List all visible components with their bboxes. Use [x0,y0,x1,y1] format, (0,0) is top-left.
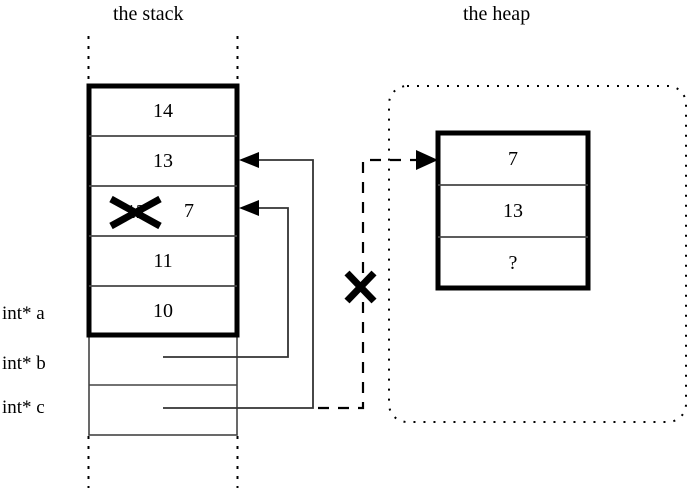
variable-label-c: int* c [2,397,45,418]
stack-cell-value: 14 [153,100,173,122]
heap-region-outline [388,85,687,423]
stack-cell-value: 11 [153,250,173,272]
stack-title: the stack [113,3,184,25]
variable-label-a: int* a [2,303,45,324]
freed-heap-pointer-arrowhead [416,150,438,170]
b-pointer-line [163,200,289,358]
heap-cell-value: ? [508,252,518,274]
struck-value-x-icon [109,195,162,230]
stack-frame-box [86,83,240,338]
stack-cell-value-struck: 12 [126,201,146,223]
broken-link-x-icon [344,270,377,304]
heap-block-box [435,130,591,291]
heap-title: the heap [463,3,531,25]
stack-cell-value: 10 [153,300,173,322]
c-pointer-line [163,152,314,409]
variable-label-b: int* b [2,353,46,374]
heap-cell-value: 13 [503,200,523,222]
heap-cell-value: 7 [508,148,518,170]
freed-heap-pointer-line [318,150,438,410]
c-pointer-arrowhead [239,152,259,168]
stack-cell-value: 13 [153,150,173,172]
stack-cell-replacement-value: 7 [184,200,194,222]
b-pointer-arrowhead [239,200,259,216]
